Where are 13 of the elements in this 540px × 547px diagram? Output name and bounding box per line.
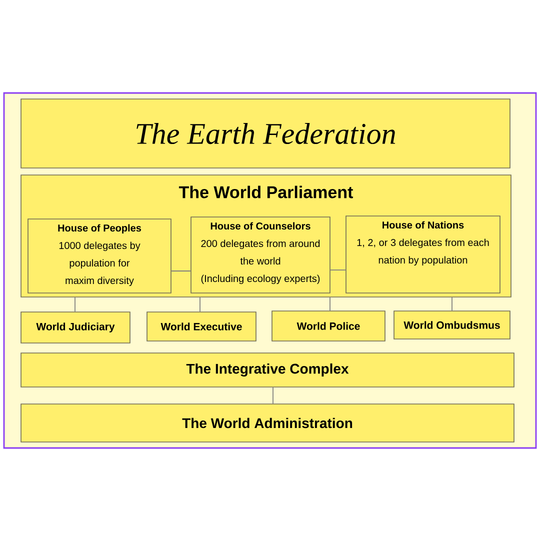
org-box: The World Administration [20, 404, 514, 442]
org-box: World Judiciary [20, 312, 130, 344]
org-box: World Executive [146, 312, 256, 342]
org-box: The Integrative Complex [20, 352, 514, 388]
connector-line [170, 270, 192, 272]
chamber-box: House of Counselors 200 delegates from around the world (Including ecology experts) [190, 216, 330, 294]
chamber-box: House of Peoples 1000 delegates by population for maxim diversity [28, 218, 172, 294]
org-box: World Police [272, 310, 386, 342]
chamber-box: House of Nations 1, 2, or 3 delegates from each nation by population [346, 216, 500, 294]
connector-line [272, 386, 274, 404]
connector-line [74, 296, 76, 312]
title-box: The Earth Federation [20, 98, 510, 168]
org-box: World Ombudsmus [394, 310, 510, 340]
